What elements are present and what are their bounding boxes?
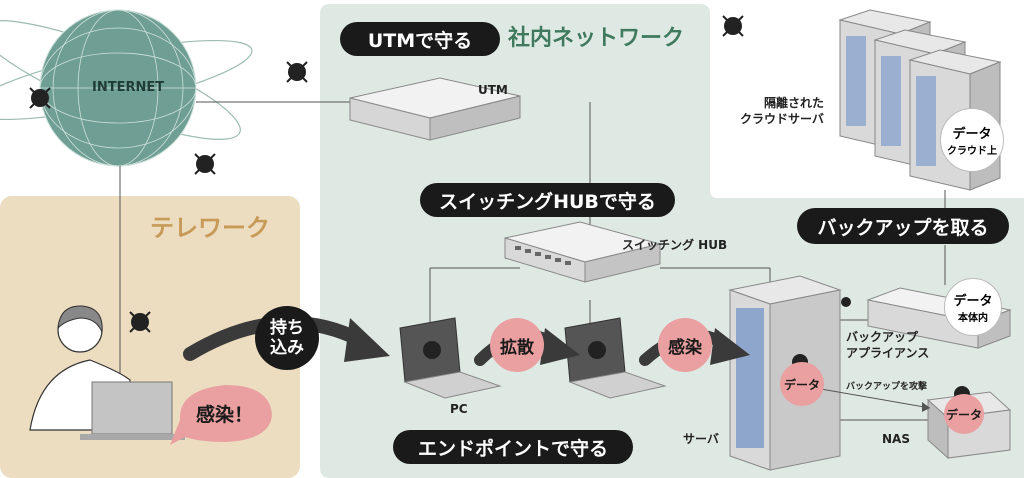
server-label: サーバ: [683, 432, 719, 446]
data-badge-cloud: データ クラウド上: [940, 108, 1004, 172]
data-text-cloud: データ: [952, 127, 992, 142]
bring-in-line1: 持ち: [270, 318, 304, 338]
connection-lines: [119, 101, 946, 421]
pill-switch: スイッチングHUBで守る: [420, 183, 675, 217]
switching-hub-device: [504, 221, 661, 283]
appliance-label-line2: アプライアンス: [846, 346, 930, 360]
internet-globe: [0, 9, 253, 167]
cloud-label-line1: 隔離された: [764, 96, 825, 110]
appliance-local-text: 本体内: [958, 313, 988, 324]
spread-badge: 拡散: [490, 318, 544, 372]
bring-in-line2: 込み: [270, 338, 304, 358]
utm-device: [349, 77, 521, 141]
infection-badge: 感染: [658, 318, 712, 372]
attack-label: バックアップを攻撃: [846, 382, 928, 392]
pill-utm: UTMで守る: [340, 22, 500, 56]
infection-speech-bubble: [170, 385, 272, 445]
data-text-appliance: データ: [953, 294, 993, 309]
internet-label: INTERNET: [92, 80, 165, 95]
pc-label: PC: [450, 402, 468, 416]
cloud-label-line2: クラウドサーバ: [740, 112, 824, 126]
cloud-top-text: クラウド上: [947, 146, 997, 157]
nas-label: NAS: [882, 432, 910, 446]
pill-backup: バックアップを取る: [797, 208, 1009, 244]
data-badge-server: データ: [780, 362, 824, 406]
data-badge-appliance: データ 本体内: [944, 278, 1002, 336]
teleworker-illustration: [29, 305, 185, 440]
network-title: 社内ネットワーク: [508, 26, 685, 51]
bring-in-badge: 持ち 込み: [255, 306, 319, 370]
pill-endpoint: エンドポイントで守る: [393, 430, 633, 464]
appliance-label-line1: バックアップ: [846, 330, 919, 344]
switch-hub-label: スイッチング HUB: [622, 238, 728, 252]
data-badge-nas: データ: [944, 394, 984, 434]
infection-bubble-text: 感染！: [196, 404, 254, 426]
utm-label: UTM: [478, 83, 508, 97]
telework-title: テレワーク: [150, 214, 270, 242]
